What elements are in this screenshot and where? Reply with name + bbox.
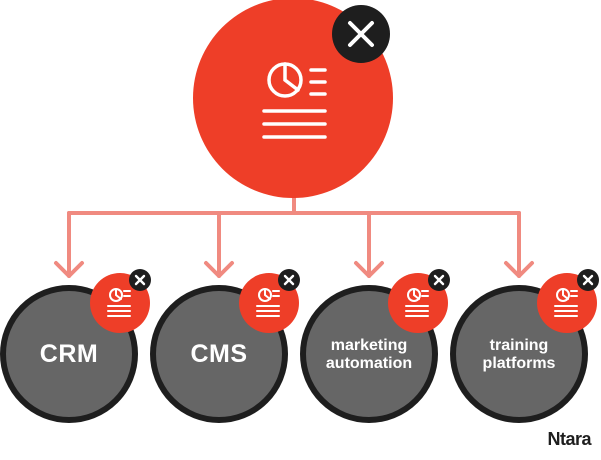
report-pie-chart-icon — [262, 62, 327, 139]
arrowhead-marketing-automation — [354, 261, 384, 278]
node-training-platforms — [450, 269, 599, 423]
report-pie-chart-icon — [256, 288, 280, 317]
node-label-crm: CRM — [39, 340, 99, 368]
hub-node — [193, 0, 393, 198]
node-close-badge[interactable] — [278, 269, 300, 291]
close-icon — [134, 274, 146, 286]
arrowhead-crm — [54, 261, 84, 278]
node-crm — [0, 269, 151, 423]
brand-logo: Ntara — [547, 429, 591, 449]
node-marketing-automation — [300, 269, 450, 423]
close-icon — [582, 274, 594, 286]
arrowhead-training-platforms — [504, 261, 534, 278]
node-close-badge[interactable] — [428, 269, 450, 291]
node-label-marketing-automation: marketing automation — [304, 337, 434, 374]
label-line: platforms — [482, 355, 556, 373]
close-icon — [433, 274, 445, 286]
label-line: marketing — [330, 337, 408, 354]
report-pie-chart-icon — [107, 288, 131, 317]
node-label-cms: CMS — [190, 340, 248, 368]
node-close-badge[interactable] — [577, 269, 599, 291]
node-label-training-platforms: training platforms — [454, 337, 584, 374]
report-pie-chart-icon — [405, 288, 429, 317]
close-icon — [283, 274, 295, 286]
hub-close-badge[interactable] — [332, 5, 390, 63]
node-close-badge[interactable] — [129, 269, 151, 291]
connector-lines — [54, 180, 534, 278]
node-cms — [150, 269, 300, 423]
close-icon — [348, 21, 374, 47]
arrowhead-cms — [204, 261, 234, 278]
label-line: training — [489, 337, 549, 354]
report-pie-chart-icon — [554, 288, 578, 317]
label-line: automation — [325, 355, 413, 373]
